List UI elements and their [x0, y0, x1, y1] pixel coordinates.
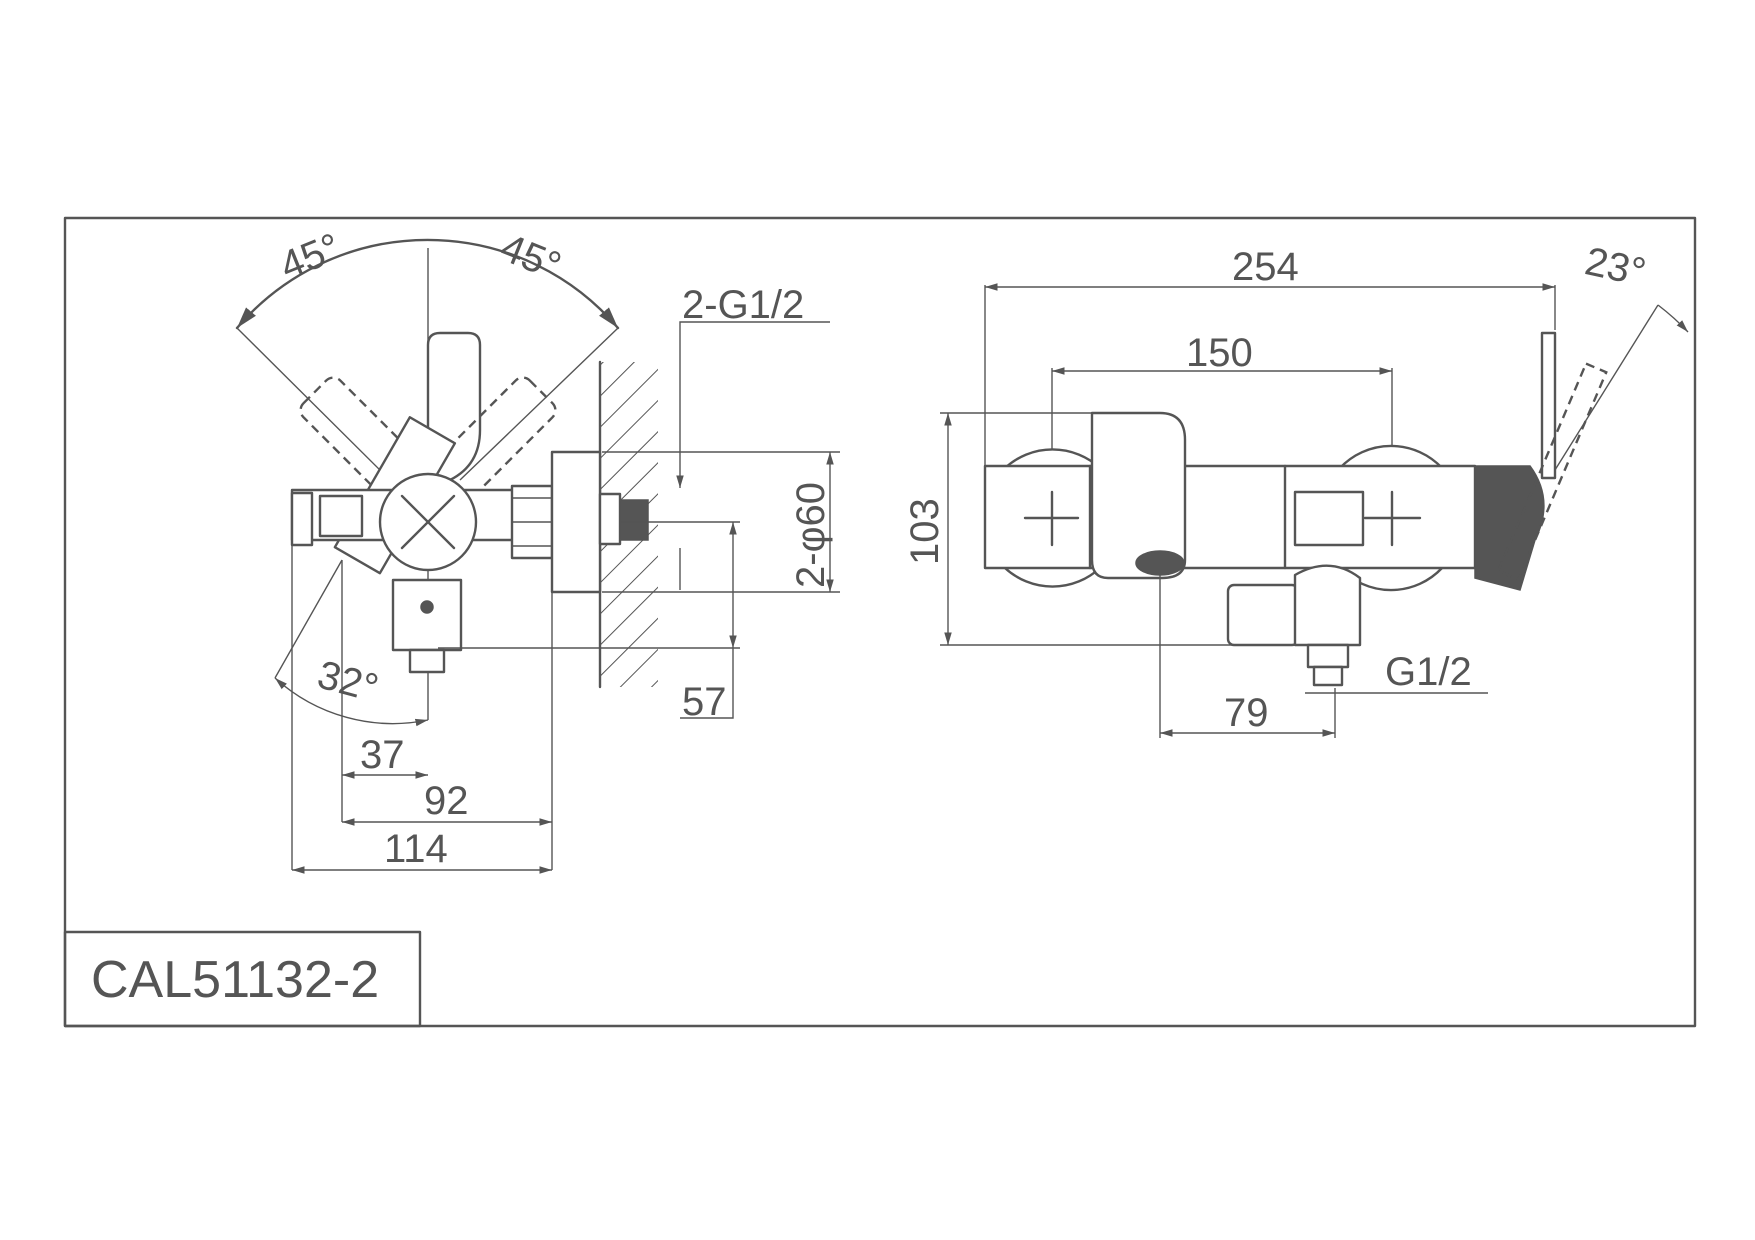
model-number: CAL51132-2	[91, 951, 379, 1009]
title-block: CAL51132-2	[63, 930, 422, 1028]
dimension-254: 254	[984, 245, 1556, 470]
eccentric-fitting	[598, 492, 622, 546]
outlet-thread-end	[1312, 665, 1344, 687]
cartridge-circle	[378, 472, 478, 572]
diameter-dimension: 2-φ60	[602, 451, 840, 593]
diverter-stem	[1293, 564, 1362, 647]
valve-axis-right	[1363, 490, 1422, 547]
handle-upright	[426, 331, 482, 482]
thread-label-front: G1/2	[1385, 650, 1472, 694]
outlet-thread	[1306, 643, 1350, 669]
spout-outlet	[290, 491, 314, 547]
angle-32-label: 32°	[313, 653, 383, 711]
dimension-79: 79	[1159, 575, 1336, 738]
valve-cap	[318, 494, 364, 538]
bottom-thread	[408, 648, 446, 674]
handle-outlet-opening	[1135, 550, 1185, 576]
dim-114-label: 114	[384, 827, 448, 871]
dimension-103: 103	[903, 412, 1240, 646]
wall-connector-solid	[619, 499, 649, 541]
dimension-57: 57	[438, 521, 740, 724]
dim-103-label: 103	[903, 498, 947, 565]
side-view: 45° 45°	[235, 225, 840, 874]
diverter-dot	[420, 600, 434, 614]
thread-callout: 2-G1/2	[676, 283, 830, 488]
valve-axis-left	[1023, 490, 1080, 547]
front-thread-callout: G1/2	[1305, 650, 1488, 694]
angle-left-label: 45°	[274, 225, 347, 288]
mixer-handle	[1090, 411, 1187, 580]
thread-label-side: 2-G1/2	[682, 283, 804, 327]
shower-holder-dashed	[1496, 362, 1608, 581]
angle-right-label: 45°	[494, 225, 567, 288]
front-view: 254 150 103	[903, 239, 1689, 738]
diverter-outlet	[391, 578, 463, 652]
diameter-label: 2-φ60	[789, 482, 833, 588]
dim-150-label: 150	[1186, 331, 1253, 375]
dim-79-label: 79	[1224, 691, 1269, 735]
wall-plate	[1540, 331, 1557, 480]
angle-23-label: 23°	[1581, 239, 1649, 295]
diverter-window	[1293, 490, 1365, 547]
dim-37-label: 37	[360, 733, 405, 777]
dim-57-label: 57	[682, 680, 727, 724]
horizontal-dimensions: 37 92 114	[291, 545, 553, 874]
drawing-frame	[63, 216, 1697, 1028]
escutcheon-left	[1004, 448, 1101, 588]
diverter-knob	[1226, 583, 1300, 647]
angle-23: 23°	[1554, 239, 1689, 471]
escutcheon-flange	[550, 450, 602, 594]
dim-92-label: 92	[424, 779, 469, 823]
dim-254-label: 254	[1232, 245, 1299, 289]
